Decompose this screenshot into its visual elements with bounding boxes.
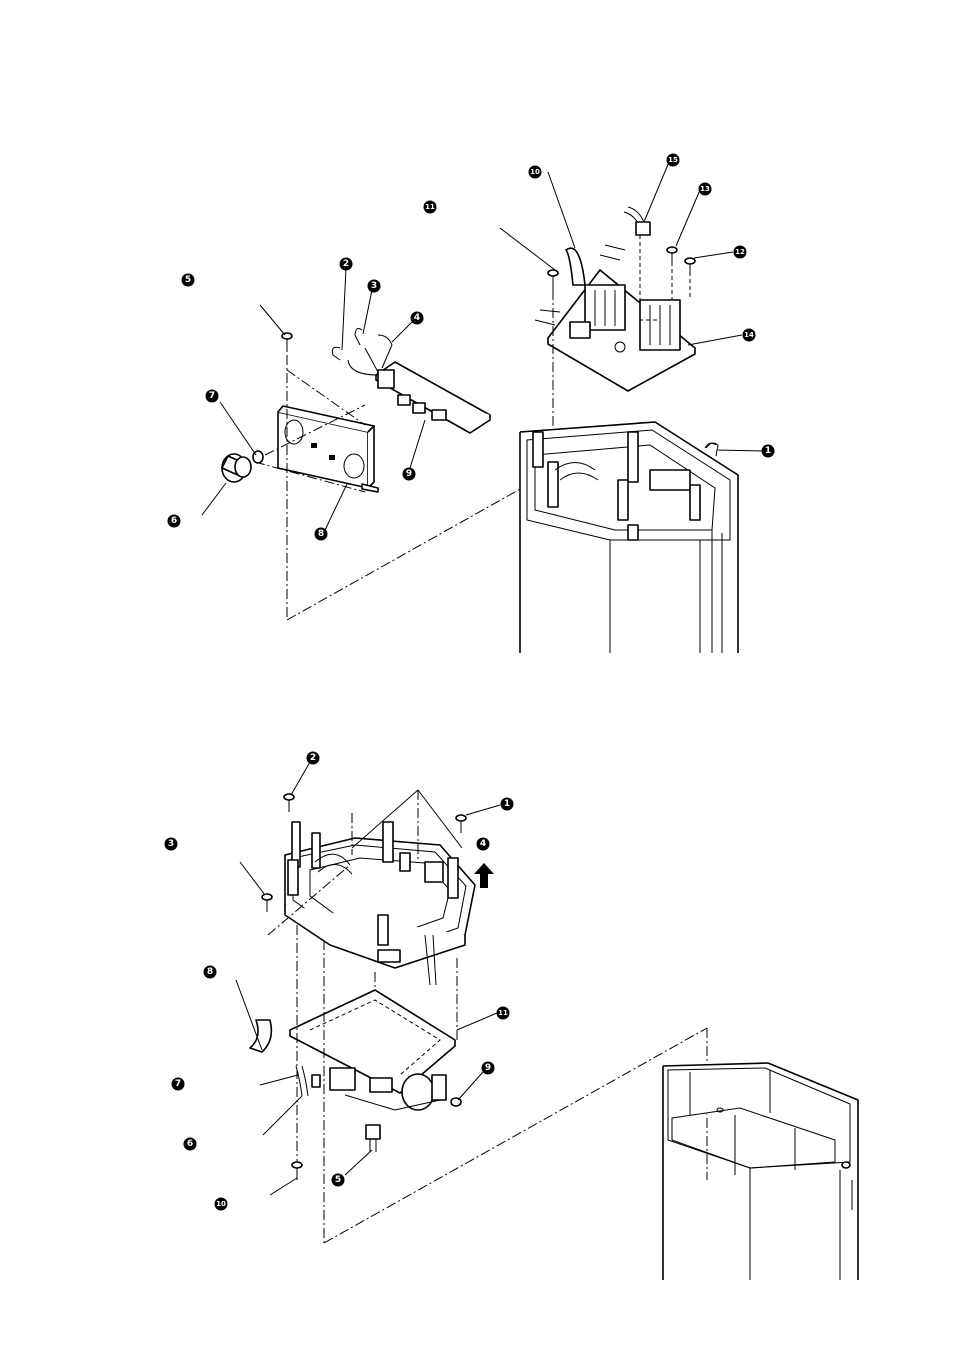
- top-callout-5: 5: [182, 274, 195, 287]
- svg-text:12: 12: [735, 248, 745, 256]
- bottom-main-pcb: [290, 990, 455, 1110]
- top-knob: [222, 454, 251, 482]
- bottom-screw-1: [456, 815, 466, 833]
- svg-text:2: 2: [310, 753, 316, 763]
- top-callout-9: 9: [403, 468, 416, 481]
- svg-text:2: 2: [343, 259, 349, 269]
- svg-text:6: 6: [171, 516, 177, 526]
- bottom-screw-3: [262, 894, 272, 912]
- bottom-callout-5: 5: [332, 1174, 345, 1187]
- svg-text:11: 11: [425, 203, 435, 211]
- bottom-callout-2: 2: [307, 752, 320, 765]
- bottom-callout-4: 4: [477, 838, 490, 851]
- bottom-leads: [296, 1066, 320, 1096]
- bottom-screw-9: [451, 1098, 461, 1106]
- top-callout-10: 10: [529, 166, 542, 179]
- top-screw-12: [685, 258, 695, 276]
- svg-text:9: 9: [485, 1063, 491, 1073]
- bottom-callout-10: 10: [215, 1198, 228, 1211]
- top-callout-7: 7: [206, 390, 219, 403]
- bottom-callout-9: 9: [482, 1062, 495, 1075]
- bottom-lift-arrow: [474, 863, 494, 888]
- svg-text:10: 10: [530, 168, 540, 176]
- top-callout-14: 14: [743, 329, 756, 342]
- svg-text:9: 9: [406, 469, 412, 479]
- bottom-callout-11: 11: [497, 1007, 510, 1020]
- svg-text:7: 7: [209, 391, 215, 401]
- svg-text:5: 5: [185, 275, 191, 285]
- svg-text:13: 13: [700, 185, 710, 193]
- svg-text:14: 14: [744, 331, 754, 339]
- bottom-screw-2: [284, 794, 294, 812]
- top-callout-12: 12: [734, 246, 747, 259]
- bottom-chassis-tray: [285, 822, 475, 985]
- top-screw-10: [548, 270, 558, 290]
- svg-text:8: 8: [207, 967, 213, 977]
- bottom-callout-1: 1: [501, 798, 514, 811]
- top-cabinet: [520, 422, 738, 653]
- svg-text:3: 3: [371, 281, 377, 291]
- top-switch-pcb: [376, 362, 490, 433]
- top-exploded-view: 1 2 3 4 5 6 7 8 9 10 11 12 13 14 15: [168, 154, 775, 654]
- top-callout-2: 2: [340, 258, 353, 271]
- svg-text:8: 8: [318, 529, 324, 539]
- top-callout-1: 1: [762, 445, 775, 458]
- top-callout-6: 6: [168, 515, 181, 528]
- bottom-callout-7: 7: [172, 1078, 185, 1091]
- svg-text:4: 4: [480, 839, 486, 849]
- top-screw-5: [282, 333, 292, 352]
- bottom-screw-10: [292, 1162, 302, 1180]
- svg-text:11: 11: [498, 1009, 508, 1017]
- top-leads: [332, 328, 392, 375]
- top-screw-13: [667, 247, 677, 265]
- svg-text:1: 1: [765, 446, 771, 456]
- svg-text:3: 3: [168, 839, 174, 849]
- top-connector-15: [624, 207, 650, 235]
- top-callout-11: 11: [424, 201, 437, 214]
- bottom-callout-3: 3: [165, 838, 178, 851]
- svg-text:1: 1: [504, 799, 510, 809]
- top-callout-13: 13: [699, 183, 712, 196]
- bottom-connector-5: [366, 1125, 380, 1152]
- svg-text:4: 4: [414, 313, 420, 323]
- svg-text:5: 5: [335, 1175, 341, 1185]
- top-pcb-assembly: [535, 235, 695, 391]
- top-callout-15: 15: [667, 154, 680, 167]
- top-front-panel: [278, 406, 378, 492]
- bottom-callout-8: 8: [204, 966, 217, 979]
- top-callout-8: 8: [315, 528, 328, 541]
- svg-text:15: 15: [668, 156, 678, 164]
- top-callout-3: 3: [368, 280, 381, 293]
- svg-text:6: 6: [187, 1139, 193, 1149]
- svg-text:7: 7: [175, 1079, 181, 1089]
- top-ribbon-cable: [566, 248, 585, 285]
- svg-text:10: 10: [216, 1200, 226, 1208]
- bottom-callout-6: 6: [184, 1138, 197, 1151]
- bottom-cabinet: [663, 1063, 858, 1280]
- top-callout-4: 4: [411, 312, 424, 325]
- bottom-exploded-view: 1 2 3 4 5 6 7 8 9 10 11: [165, 752, 859, 1281]
